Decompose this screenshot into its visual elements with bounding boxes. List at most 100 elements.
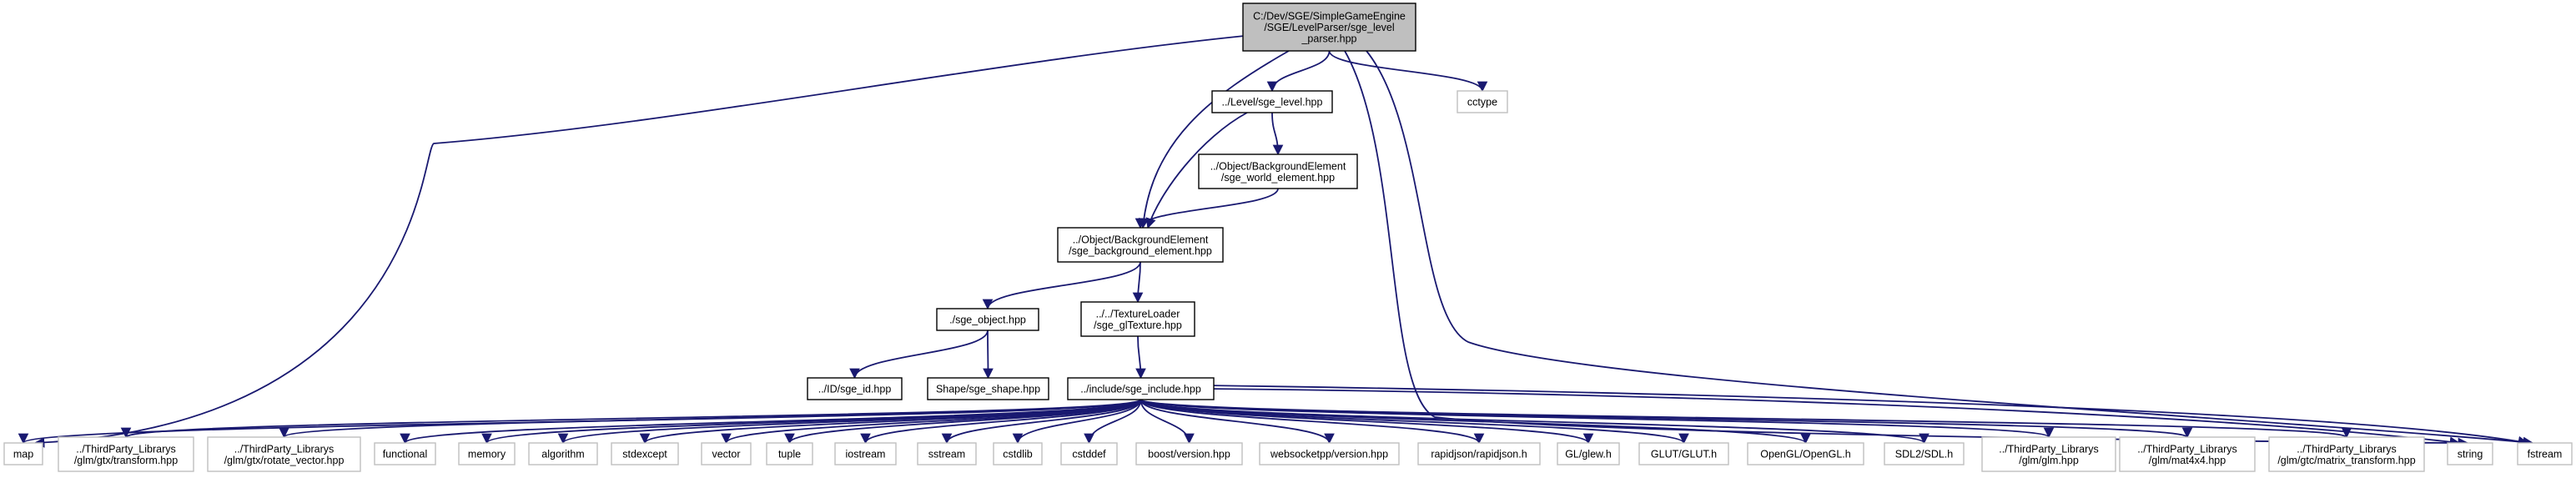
node-label-sge_id-line-0: ../ID/sge_id.hpp xyxy=(818,384,892,395)
dependency-edges xyxy=(18,34,2534,449)
node-map: map xyxy=(3,442,43,465)
node-label-sge_object-line-0: ./sge_object.hpp xyxy=(949,314,1026,326)
edge-sge_include-to-tuple xyxy=(784,399,1142,445)
edge-sge_level-to-sge_world_element xyxy=(1271,112,1284,156)
node-iostream: iostream xyxy=(834,442,897,465)
node-box-sge_object xyxy=(936,308,1039,331)
node-label-sstream-line-0: sstream xyxy=(928,449,965,460)
edge-sge_level_parser-to-sge_background_element xyxy=(1138,50,1290,229)
node-sge_glTexture[interactable]: ../../TextureLoader/sge_glTexture.hpp xyxy=(1080,301,1195,337)
node-box-vector xyxy=(701,442,752,465)
node-label-glm_mat4x4-line-0: ../ThirdParty_Librarys xyxy=(2137,443,2236,455)
node-box-sge_level xyxy=(1211,90,1333,113)
node-label-opengl-line-0: OpenGL/OpenGL.h xyxy=(1760,449,1850,460)
edge-sge_include-to-stdexcept xyxy=(639,399,1142,445)
edge-sge_include-to-sstream xyxy=(941,399,1142,445)
node-cstddef: cstddef xyxy=(1060,442,1118,465)
node-box-sge_world_element xyxy=(1198,153,1358,189)
node-box-gtx_rotate_vector xyxy=(207,436,361,472)
node-glm_mat4x4: ../ThirdParty_Librarys/glm/mat4x4.hpp xyxy=(2119,436,2256,472)
node-box-stdexcept xyxy=(611,442,679,465)
node-cctype: cctype xyxy=(1457,90,1508,113)
edge-sge_include-to-sdl2 xyxy=(1140,399,1929,445)
node-label-glm_glm-line-0: ../ThirdParty_Librarys xyxy=(1999,443,2098,455)
node-sge_id[interactable]: ../ID/sge_id.hpp xyxy=(807,377,903,400)
node-box-glm_glm xyxy=(1981,436,2116,472)
node-box-sge_background_element xyxy=(1057,227,1224,263)
node-box-functional xyxy=(374,442,436,465)
node-memory: memory xyxy=(458,442,516,465)
node-sge_level_parser[interactable]: C:/Dev/SGE/SimpleGameEngine/SGE/LevelPar… xyxy=(1242,3,1416,52)
edge-sge_level_parser-to-map xyxy=(33,34,1254,448)
node-label-cctype-line-0: cctype xyxy=(1467,97,1497,108)
edge-sge_object-to-sge_shape xyxy=(983,330,994,380)
node-algorithm: algorithm xyxy=(528,442,598,465)
node-sdl2: SDL2/SDL.h xyxy=(1884,442,1965,465)
node-box-sge_glTexture xyxy=(1080,301,1195,337)
node-cstdlib: cstdlib xyxy=(993,442,1043,465)
node-label-gtx_rotate_vector-line-0: ../ThirdParty_Librarys xyxy=(234,443,334,455)
node-box-sstream xyxy=(917,442,977,465)
node-box-tuple xyxy=(766,442,813,465)
edge-sge_world_element-to-sge_background_element xyxy=(1135,188,1279,229)
node-websocketpp_version: websocketpp/version.hpp xyxy=(1259,442,1400,465)
node-label-sge_shape-line-0: Shape/sge_shape.hpp xyxy=(936,384,1040,395)
node-label-map-line-0: map xyxy=(13,449,33,460)
edge-sge_include-to-cstdlib xyxy=(1012,399,1142,445)
node-label-websocketpp_version-line-0: websocketpp/version.hpp xyxy=(1270,449,1388,460)
node-box-sge_level_parser xyxy=(1242,3,1416,52)
node-sge_background_element[interactable]: ../Object/BackgroundElement/sge_backgrou… xyxy=(1057,227,1224,263)
node-label-sge_background_element-line-0: ../Object/BackgroundElement xyxy=(1073,234,1209,245)
node-sge_level[interactable]: ../Level/sge_level.hpp xyxy=(1211,90,1333,113)
dependency-nodes: C:/Dev/SGE/SimpleGameEngine/SGE/LevelPar… xyxy=(3,3,2573,472)
edge-sge_include-to-glut xyxy=(1140,399,1689,445)
node-string: string xyxy=(2447,442,2493,465)
node-vector: vector xyxy=(701,442,752,465)
edge-sge_include-to-iostream xyxy=(860,399,1142,445)
node-label-sge_glTexture-line-1: /sge_glTexture.hpp xyxy=(1094,320,1182,331)
node-label-sge_level_parser-line-2: _parser.hpp xyxy=(1301,33,1356,45)
node-label-string-line-0: string xyxy=(2458,449,2483,460)
edge-sge_object-to-sge_id xyxy=(849,330,989,380)
node-label-gtc_matrix_transform-line-1: /glm/gtc/matrix_transform.hpp xyxy=(2277,455,2415,466)
node-label-gtx_transform-line-1: /glm/gtx/transform.hpp xyxy=(74,455,178,466)
node-gtx_transform: ../ThirdParty_Librarys/glm/gtx/transform… xyxy=(58,436,194,472)
node-box-cctype xyxy=(1457,90,1508,113)
edge-sge_include-to-fstream xyxy=(1205,385,2529,447)
node-label-gl_glew-line-0: GL/glew.h xyxy=(1565,449,1612,460)
node-box-memory xyxy=(458,442,516,465)
node-label-sge_level_parser-line-1: /SGE/LevelParser/sge_level xyxy=(1264,22,1394,33)
node-label-stdexcept-line-0: stdexcept xyxy=(622,449,667,460)
node-box-glm_mat4x4 xyxy=(2119,436,2256,472)
node-label-algorithm-line-0: algorithm xyxy=(541,449,584,460)
edge-sge_include-to-algorithm xyxy=(558,399,1142,445)
node-label-sge_include-line-0: ../include/sge_include.hpp xyxy=(1080,384,1201,395)
edge-sge_background_element-to-sge_glTexture xyxy=(1132,261,1144,304)
edge-sge_include-to-cstddef xyxy=(1084,399,1142,445)
edge-sge_level_parser-to-string xyxy=(1344,50,2469,449)
node-label-glut-line-0: GLUT/GLUT.h xyxy=(1651,449,1717,460)
node-opengl: OpenGL/OpenGL.h xyxy=(1747,442,1864,465)
node-fstream: fstream xyxy=(2517,442,2573,465)
node-box-fstream xyxy=(2517,442,2573,465)
edge-sge_include-to-websocketpp_version xyxy=(1140,399,1335,445)
node-sge_include[interactable]: ../include/sge_include.hpp xyxy=(1067,377,1215,400)
node-label-gtx_transform-line-0: ../ThirdParty_Librarys xyxy=(76,443,175,455)
node-label-vector-line-0: vector xyxy=(712,449,740,460)
node-box-cstdlib xyxy=(993,442,1043,465)
node-label-fstream-line-0: fstream xyxy=(2528,449,2563,460)
node-label-glm_glm-line-1: /glm/glm.hpp xyxy=(2019,455,2079,466)
node-sge_shape[interactable]: Shape/sge_shape.hpp xyxy=(927,377,1049,400)
node-box-string xyxy=(2447,442,2493,465)
node-label-cstdlib-line-0: cstdlib xyxy=(1003,449,1032,460)
node-box-glut xyxy=(1638,442,1729,465)
node-label-gtc_matrix_transform-line-0: ../ThirdParty_Librarys xyxy=(2297,443,2396,455)
node-label-boost_version-line-0: boost/version.hpp xyxy=(1148,449,1230,460)
node-sge_object[interactable]: ./sge_object.hpp xyxy=(936,308,1039,331)
node-box-gtx_transform xyxy=(58,436,194,472)
node-label-sge_level-line-0: ../Level/sge_level.hpp xyxy=(1222,97,1323,108)
node-sge_world_element[interactable]: ../Object/BackgroundElement/sge_world_el… xyxy=(1198,153,1358,189)
edge-sge_include-to-gl_glew xyxy=(1140,399,1594,445)
node-label-rapidjson-line-0: rapidjson/rapidjson.h xyxy=(1431,449,1527,460)
